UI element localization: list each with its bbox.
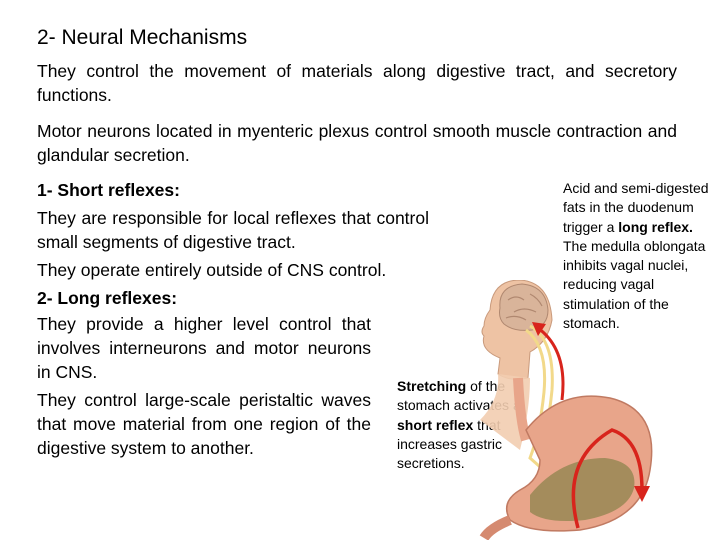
motor-neurons-paragraph: Motor neurons located in myenteric plexu…: [37, 121, 677, 165]
caption-short-bold1: Stretching: [397, 378, 467, 394]
long-reflex-arrowhead: [532, 322, 546, 336]
page-title: 2- Neural Mechanisms: [37, 26, 248, 49]
long-reflex-text-1: They provide a higher level control that…: [37, 314, 371, 382]
duodenum: [479, 515, 512, 540]
caption-short-bold2: short reflex: [397, 416, 474, 433]
long-reflex-heading: 2- Long reflexes:: [37, 288, 178, 308]
short-reflex-text-1: They are responsible for local reflexes …: [37, 208, 429, 252]
brain-folds: [505, 293, 543, 321]
short-reflex-heading: 1- Short reflexes:: [37, 180, 180, 200]
short-reflex-arrow: [571, 428, 644, 529]
caption-long-part1: Acid and semi-digested fats in the duode…: [563, 180, 709, 235]
esophagus: [513, 377, 531, 442]
long-reflex-caption: Acid and semi-digested fats in the duode…: [563, 179, 713, 333]
long-reflex-text-2: They control large-scale peristaltic wav…: [37, 390, 371, 458]
short-reflex-text-2: They operate entirely outside of CNS con…: [37, 260, 387, 280]
stomach-contents: [530, 458, 635, 521]
short-reflex-arrowhead: [634, 486, 650, 502]
reflex-text-column: 1- Short reflexes: They are responsible …: [37, 178, 429, 460]
caption-long-bold: long reflex.: [618, 218, 693, 235]
brain-icon: [499, 283, 549, 331]
intro-paragraph: They control the movement of materials a…: [37, 61, 677, 105]
digestive-reflex-illustration: [479, 280, 653, 540]
long-reflex-arrow: [537, 326, 565, 401]
caption-long-part2: The medulla oblongata inhibits vagal nuc…: [563, 237, 706, 332]
